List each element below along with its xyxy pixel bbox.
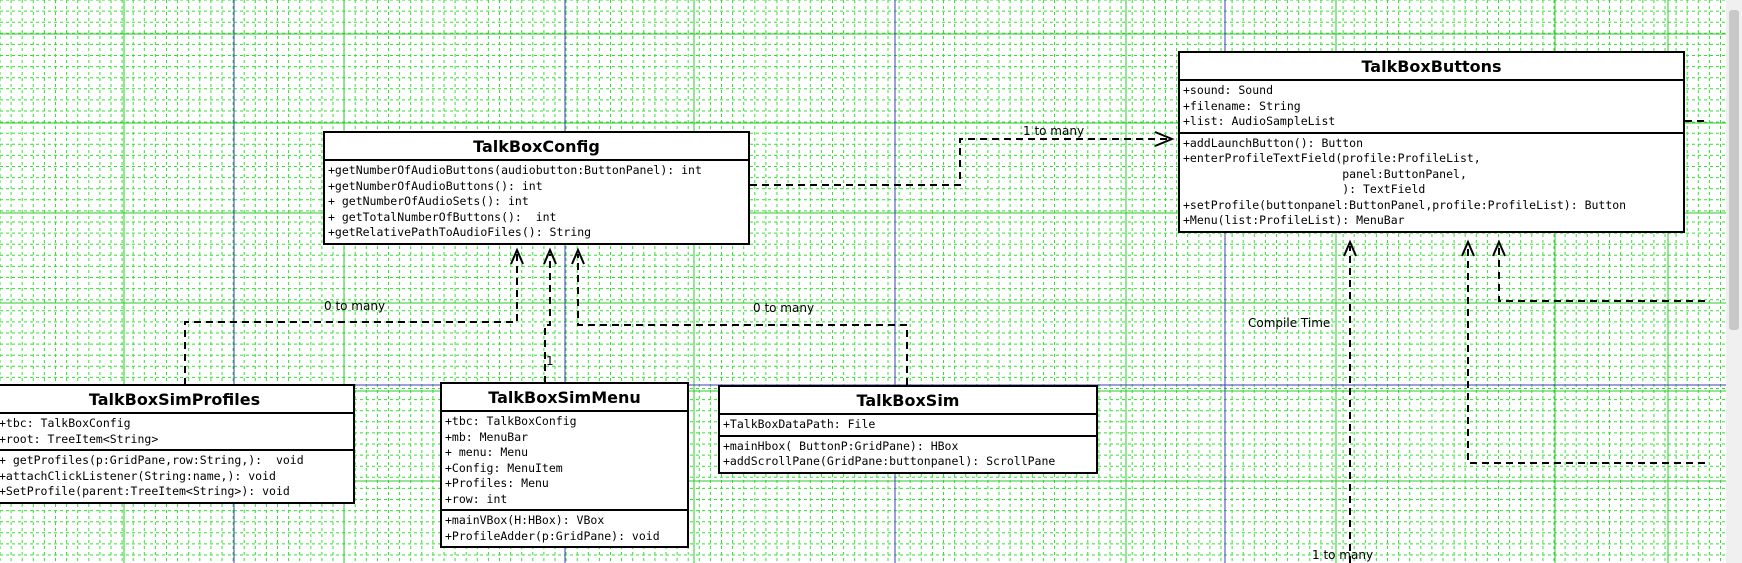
method-row: +getRelativePathToAudioFiles(): String xyxy=(328,225,592,239)
attribute-row: +Profiles: Menu xyxy=(445,476,549,490)
arrowhead-config-2 xyxy=(543,247,557,265)
attributes-section: +tbc: TalkBoxConfig+mb: MenuBar+ menu: M… xyxy=(442,412,687,511)
label-one-near-menu: 1 xyxy=(546,354,554,368)
connector-config-to-buttons xyxy=(750,138,1168,186)
method-row: +addLaunchButton(): Button xyxy=(1183,135,1364,150)
class-talkboxsim[interactable]: TalkBoxSim +TalkBoxDataPath: File +mainH… xyxy=(718,385,1098,474)
label-zero-to-many-right: 0 to many xyxy=(753,301,815,315)
scrollbar-thumb[interactable] xyxy=(1729,10,1739,330)
method-row: + getProfiles(p:GridPane,row:String,): v… xyxy=(0,453,304,467)
class-talkboxbuttons[interactable]: TalkBoxButtons +sound: Sound+filename: S… xyxy=(1178,51,1685,233)
arrowhead-config-3 xyxy=(571,247,585,265)
connector-sim-to-config xyxy=(577,254,908,385)
label-one-to-many-top: 1 to many xyxy=(1023,124,1085,138)
attribute-row: +root: TreeItem<String> xyxy=(0,431,159,446)
attributes-section: +TalkBoxDataPath: File xyxy=(720,415,1096,437)
label-one-to-many-bottom: 1 to many xyxy=(1312,548,1374,562)
class-name: TalkBoxSim xyxy=(720,387,1096,415)
method-row: +attachClickListener(String:name,): void xyxy=(0,468,276,483)
class-name: TalkBoxConfig xyxy=(325,133,748,161)
attribute-row: + menu: Menu xyxy=(445,445,529,459)
attributes-section: +sound: Sound+filename: String+list: Aud… xyxy=(1180,81,1683,134)
attribute-row: +sound: Sound xyxy=(1183,83,1274,97)
methods-section: + getProfiles(p:GridPane,row:String,): v… xyxy=(0,451,353,502)
class-name: TalkBoxButtons xyxy=(1180,53,1683,81)
method-row: +getNumberOfAudioButtons(): int xyxy=(328,178,543,193)
method-row: +ProfileAdder(p:GridPane): void xyxy=(445,528,660,543)
methods-section: +mainHbox( ButtonP:GridPane): HBox+addSc… xyxy=(720,437,1096,472)
arrowhead-buttons-bottom-2 xyxy=(1461,239,1475,257)
attribute-row: +mb: MenuBar xyxy=(445,429,529,444)
connector-menu-to-config xyxy=(544,254,551,383)
method-row: +getNumberOfAudioButtons(audiobutton:But… xyxy=(328,163,702,177)
methods-section: +getNumberOfAudioButtons(audiobutton:But… xyxy=(325,161,748,243)
attribute-row: +row: int xyxy=(445,491,508,506)
attribute-row: +tbc: TalkBoxConfig xyxy=(0,416,131,430)
connectors xyxy=(184,120,1705,563)
attribute-row: +tbc: TalkBoxConfig xyxy=(445,414,577,428)
class-talkboxconfig[interactable]: TalkBoxConfig +getNumberOfAudioButtons(a… xyxy=(323,131,750,245)
class-name: TalkBoxSimMenu xyxy=(442,384,687,412)
arrowhead-buttons-bottom-3 xyxy=(1492,239,1506,257)
attribute-row: +list: AudioSampleList xyxy=(1183,114,1336,128)
attribute-row: +TalkBoxDataPath: File xyxy=(723,417,876,431)
label-zero-to-many-left: 0 to many xyxy=(324,299,386,313)
attribute-row: +filename: String xyxy=(1183,98,1301,113)
label-compile-time: Compile Time xyxy=(1248,316,1331,330)
method-row: ): TextField xyxy=(1183,182,1426,196)
method-row: +enterProfileTextField(profile:ProfileLi… xyxy=(1183,151,1481,165)
attribute-row: +Config: MenuItem xyxy=(445,460,563,475)
arrowhead-config-1 xyxy=(510,247,524,265)
class-name: TalkBoxSimProfiles xyxy=(0,386,353,414)
connector-profiles-to-config xyxy=(184,254,518,385)
method-row: +Menu(list:ProfileList): MenuBar xyxy=(1183,213,1405,227)
method-row: +addScrollPane(GridPane:buttonpanel): Sc… xyxy=(723,454,1056,468)
method-row: +mainVBox(H:HBox): VBox xyxy=(445,513,605,527)
connector-right-to-buttons-lower xyxy=(1467,246,1705,464)
class-talkboxsimmenu[interactable]: TalkBoxSimMenu +tbc: TalkBoxConfig+mb: M… xyxy=(440,382,689,548)
attributes-section: +tbc: TalkBoxConfig+root: TreeItem<Strin… xyxy=(0,414,353,451)
method-row: + getTotalNumberOfButtons(): int xyxy=(328,209,557,224)
methods-section: +mainVBox(H:HBox): VBox+ProfileAdder(p:G… xyxy=(442,511,687,546)
arrowhead-buttons-left xyxy=(1154,131,1175,147)
vertical-scrollbar[interactable] xyxy=(1726,0,1742,563)
method-row: +setProfile(buttonpanel:ButtonPanel,prof… xyxy=(1183,197,1627,212)
connector-right-to-buttons-upper xyxy=(1498,246,1705,302)
class-talkboxsimprofiles[interactable]: TalkBoxSimProfiles +tbc: TalkBoxConfig+r… xyxy=(0,384,355,504)
method-row: + getNumberOfAudioSets(): int xyxy=(328,194,529,208)
arrowheads xyxy=(510,131,1506,265)
method-row: +mainHbox( ButtonP:GridPane): HBox xyxy=(723,438,959,453)
methods-section: +addLaunchButton(): Button+enterProfileT… xyxy=(1180,134,1683,231)
method-row: panel:ButtonPanel, xyxy=(1183,166,1467,181)
method-row: +SetProfile(parent:TreeItem<String>): vo… xyxy=(0,484,290,498)
arrowhead-buttons-bottom-1 xyxy=(1343,239,1357,257)
